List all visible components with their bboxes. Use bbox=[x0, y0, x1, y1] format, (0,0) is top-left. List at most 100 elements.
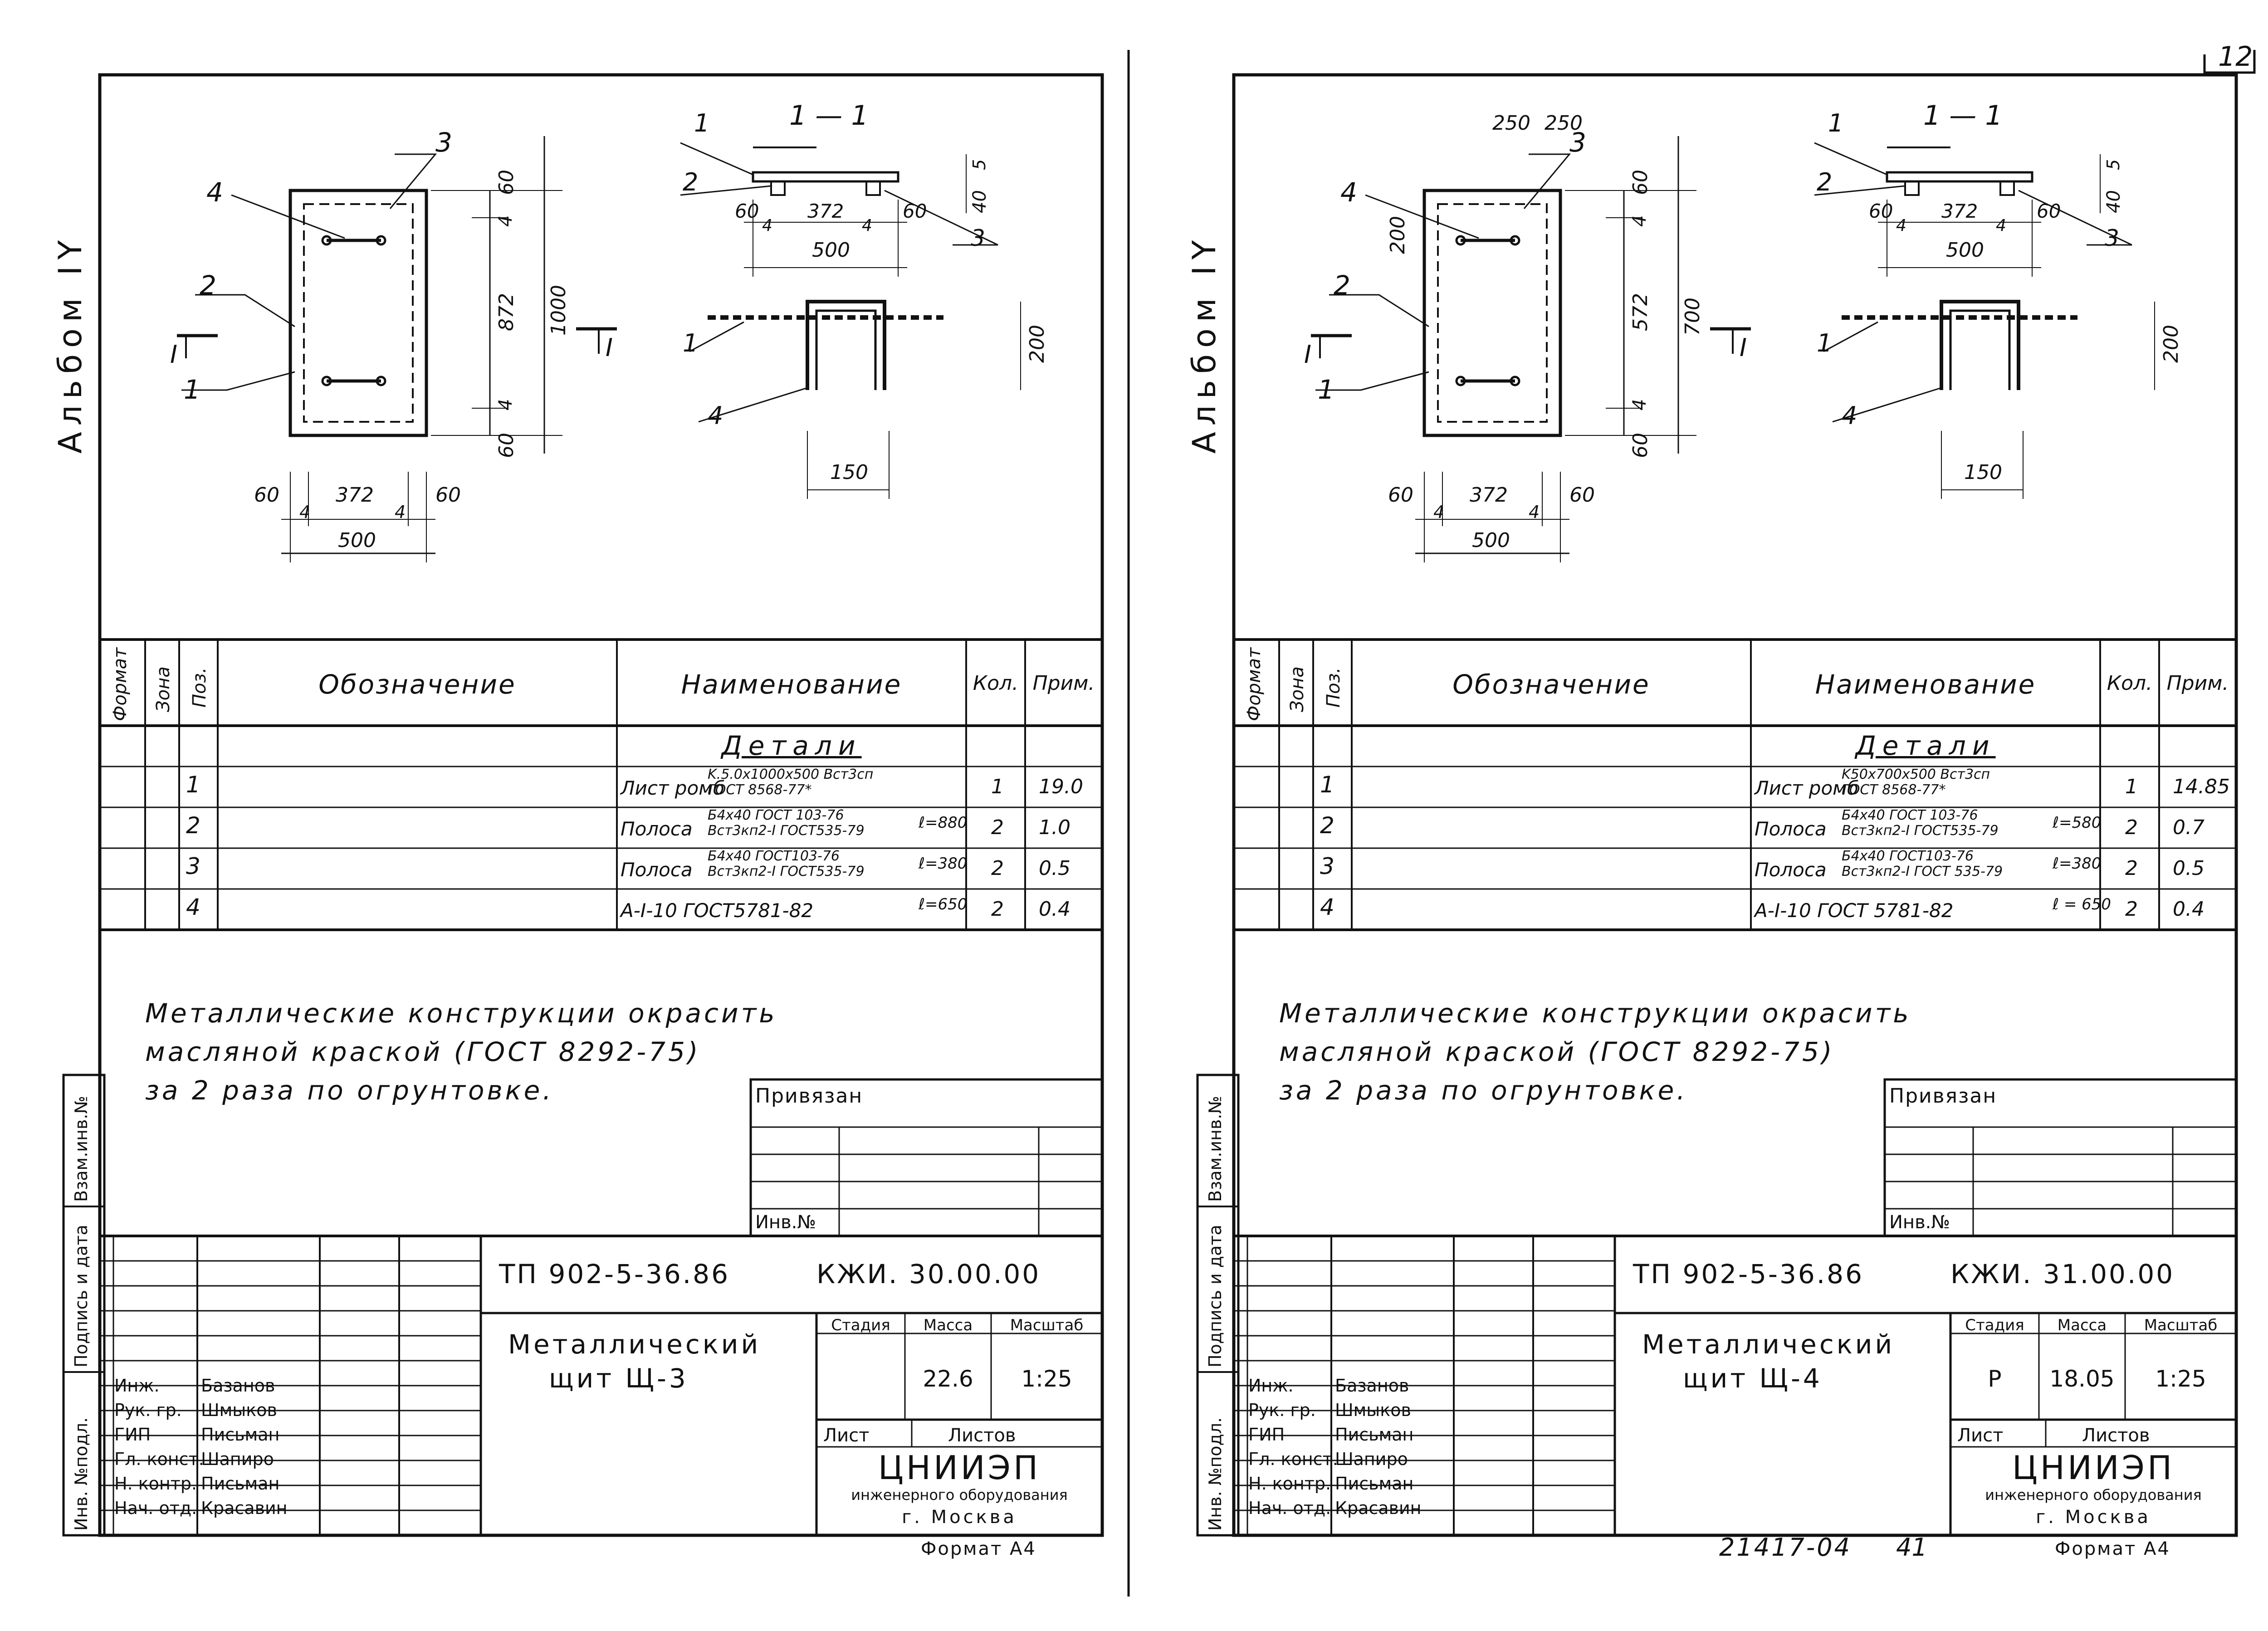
staff-name: Красавин bbox=[201, 1498, 288, 1518]
row-pos: 4 bbox=[186, 894, 200, 920]
row-note: 1.0 bbox=[1039, 816, 1070, 839]
section-mark-right: I bbox=[1740, 333, 1747, 362]
mass-label: Масса bbox=[923, 1316, 973, 1334]
note-line-3: за 2 раза по огрунтовке. bbox=[1279, 1075, 1688, 1106]
dim-bottom-4: 4 bbox=[495, 399, 516, 410]
sheets-label: Листов bbox=[948, 1425, 1016, 1446]
dim-372: 372 bbox=[1470, 483, 1508, 507]
sheets-label: Листов bbox=[2082, 1425, 2150, 1446]
row-pos: 3 bbox=[186, 853, 200, 879]
row-pos: 1 bbox=[186, 772, 200, 798]
row-qty: 2 bbox=[2125, 857, 2138, 880]
row-qty: 2 bbox=[2125, 898, 2138, 921]
dim-bottom-margin: 60 bbox=[495, 433, 518, 458]
col-header-designation: Обозначение bbox=[1452, 669, 1650, 700]
drawing-code: КЖИ. 31.00.00 bbox=[1950, 1259, 2175, 1289]
staff-role: Нач. отд. bbox=[1248, 1498, 1331, 1518]
row-pos: 1 bbox=[1320, 772, 1334, 798]
note-line-2: масляной краской (ГОСТ 8292-75) bbox=[1279, 1036, 1835, 1067]
format-label: Формат А4 bbox=[2055, 1538, 2170, 1559]
row-name-line1: Б4x40 ГОСТ 103-76 bbox=[708, 807, 844, 823]
sheet-label: Лист bbox=[823, 1425, 870, 1446]
project-number: ТП 902-5-36.86 bbox=[1633, 1259, 1864, 1289]
staff-role: Гл. конст. bbox=[114, 1449, 204, 1469]
row-note: 0.5 bbox=[2173, 857, 2204, 880]
org-subtitle: инженерного оборудования bbox=[1985, 1486, 2202, 1504]
staff-role: ГИП bbox=[1248, 1425, 1285, 1445]
section-dim-500: 500 bbox=[812, 239, 850, 262]
staff-name: Письман bbox=[201, 1425, 280, 1445]
row-length: ℓ=880 bbox=[919, 814, 968, 832]
scale-value: 1:25 bbox=[2155, 1366, 2206, 1392]
col-header-note: Прим. bbox=[1032, 672, 1095, 695]
dim-inner: 572 bbox=[1629, 293, 1652, 331]
section-callout-3: 3 bbox=[971, 225, 985, 251]
row-name-line2: Вст3кп2-I ГОСТ535-79 bbox=[708, 864, 865, 879]
staff-role: Н. контр. bbox=[1248, 1474, 1331, 1494]
dim-width: 500 bbox=[338, 529, 376, 552]
stamp-inv-original: Инв. №подл. bbox=[1205, 1417, 1225, 1531]
drawing-code: КЖИ. 30.00.00 bbox=[816, 1259, 1041, 1289]
row-name-line2: Вст3кп2-I ГОСТ535-79 bbox=[1842, 823, 1999, 839]
drawing-title-b: щит Щ-3 bbox=[549, 1363, 689, 1394]
staff-role: Н. контр. bbox=[114, 1474, 197, 1494]
row-name: Полоса bbox=[1755, 859, 1827, 881]
col-header-zone: Зона bbox=[1287, 666, 1308, 712]
col-header-note: Прим. bbox=[2166, 672, 2229, 695]
org-city: г. Москва bbox=[902, 1507, 1017, 1528]
section-callout-1: 1 bbox=[694, 109, 710, 137]
inv-no-label: Инв.№ bbox=[755, 1212, 816, 1233]
side-callout-4: 4 bbox=[1842, 401, 1857, 430]
table-group-title: Детали bbox=[1855, 730, 1996, 761]
section-dim-5: 5 bbox=[2103, 159, 2123, 170]
row-name-line2: Вст3кп2-I ГОСТ 535-79 bbox=[1842, 864, 2003, 879]
dim-inner: 872 bbox=[495, 293, 518, 331]
section-title: 1 — 1 bbox=[789, 100, 869, 132]
project-number: ТП 902-5-36.86 bbox=[499, 1259, 730, 1289]
dim-top-margin: 60 bbox=[495, 170, 518, 195]
table-group-title: Детали bbox=[721, 730, 862, 761]
side-callout-1: 1 bbox=[1817, 329, 1833, 357]
staff-role: Рук. гр. bbox=[114, 1400, 182, 1420]
org-city: г. Москва bbox=[2036, 1507, 2151, 1528]
dim-offset: 200 bbox=[1386, 216, 1409, 254]
col-header-format: Формат bbox=[110, 647, 131, 721]
bottom-page-number: 41 bbox=[1896, 1533, 1927, 1562]
row-qty: 1 bbox=[991, 775, 1004, 798]
row-qty: 2 bbox=[991, 816, 1004, 839]
org-name: ЦНИИЭП bbox=[878, 1449, 1041, 1487]
row-name-line1: K.5.0x1000x500 Вст3сп bbox=[708, 767, 874, 782]
section-dim-60a: 60 bbox=[735, 200, 759, 222]
album-label: Альбом IY bbox=[52, 234, 89, 454]
col-header-pos: Поз. bbox=[1323, 667, 1344, 708]
staff-name: Письман bbox=[201, 1474, 280, 1494]
section-dim-500: 500 bbox=[1946, 239, 1984, 262]
format-label: Формат А4 bbox=[921, 1538, 1036, 1559]
row-note: 0.7 bbox=[2173, 816, 2204, 839]
row-pos: 2 bbox=[1320, 812, 1334, 839]
album-label: Альбом IY bbox=[1186, 234, 1223, 454]
section-mark-right: I bbox=[606, 333, 613, 362]
section-dim-40: 40 bbox=[969, 190, 990, 213]
org-name: ЦНИИЭП bbox=[2012, 1449, 2175, 1487]
section-dim-60a: 60 bbox=[1869, 200, 1893, 222]
row-name-line1: Б4x40 ГОСТ 103-76 bbox=[1842, 807, 1978, 823]
bottom-number: 21417-04 bbox=[1719, 1533, 1852, 1562]
staff-role: ГИП bbox=[114, 1425, 151, 1445]
dim-372: 372 bbox=[336, 483, 374, 507]
section-dim-372: 372 bbox=[807, 200, 844, 222]
section-mark-left: I bbox=[170, 340, 177, 369]
section-dim-40: 40 bbox=[2103, 190, 2124, 213]
side-callout-4: 4 bbox=[708, 401, 723, 430]
mass-value: 22.6 bbox=[923, 1366, 973, 1392]
scale-label: Масштаб bbox=[2144, 1316, 2218, 1334]
callout-1: 1 bbox=[1318, 374, 1334, 405]
stamp-replaced-inv: Взам.инв.№ bbox=[1205, 1096, 1225, 1202]
section-callout-2: 2 bbox=[683, 168, 699, 196]
drawing-title-a: Металлический bbox=[1642, 1329, 1895, 1360]
staff-name: Красавин bbox=[1335, 1498, 1422, 1518]
dim-top-4: 4 bbox=[495, 215, 516, 227]
section-dim-4b: 4 bbox=[862, 216, 872, 235]
staff-name: Базанов bbox=[201, 1376, 275, 1396]
inv-no-label: Инв.№ bbox=[1889, 1212, 1950, 1233]
